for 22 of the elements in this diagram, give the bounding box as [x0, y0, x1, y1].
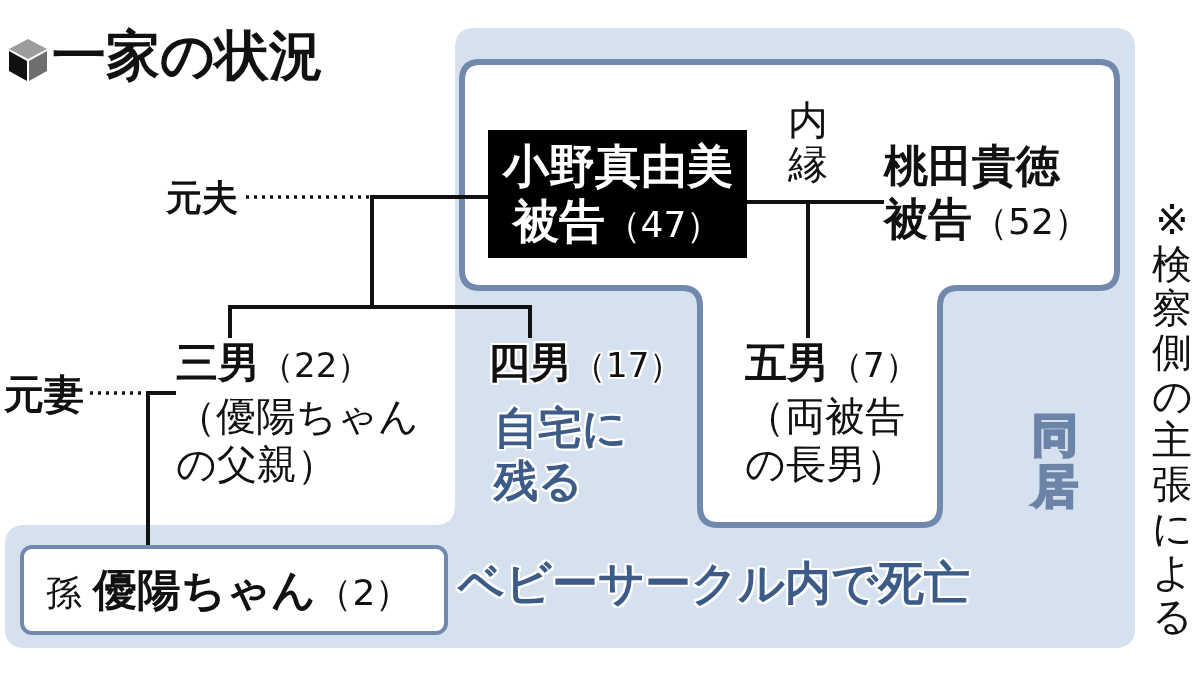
shaded-region [5, 28, 1135, 648]
outlined-area [459, 59, 1120, 528]
family-line [146, 391, 176, 545]
highlight-box [488, 130, 747, 258]
family-line [747, 200, 810, 338]
title: 一家の状況 [52, 24, 323, 89]
person-label: 桃田貴徳被告（52） [884, 140, 1098, 246]
note-text: （優陽ちゃんの父親） [176, 392, 420, 489]
person-label: 五男（7） [745, 338, 919, 389]
person-label: 小野真由美被告（47） [501, 138, 734, 250]
note-text: （両被告の長男） [745, 392, 907, 489]
region-label: 同居 [1032, 410, 1078, 512]
person-label: 三男（22） [176, 338, 373, 389]
person-card [20, 545, 448, 635]
person-label: 元妻 [4, 370, 84, 418]
person-label: 孫 優陽ちゃん（2） [46, 563, 412, 617]
status-note: ベビーサークル内で死亡 [458, 556, 970, 612]
person-label: 四男（17） [488, 338, 684, 389]
person-label: 元夫 [166, 176, 238, 220]
footnote: ※検察側の主張による [1152, 198, 1192, 638]
status-note: 自宅に残る [494, 402, 628, 508]
edge-label: 内縁 [788, 98, 828, 186]
